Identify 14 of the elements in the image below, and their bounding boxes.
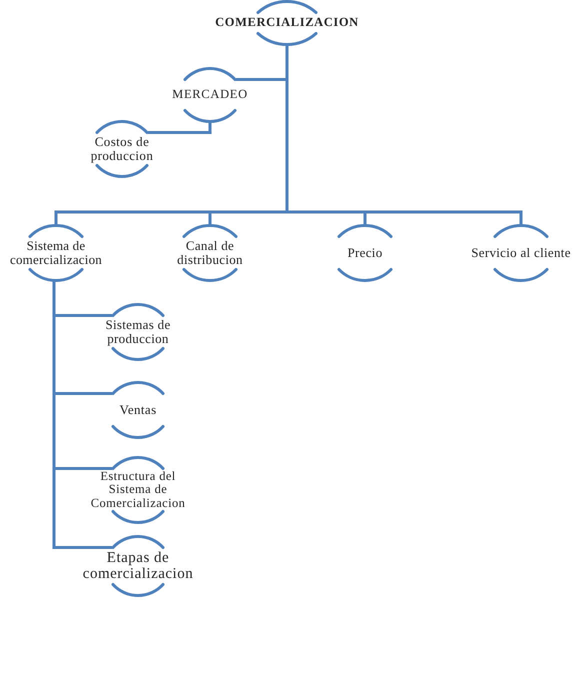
node-label: Ventas xyxy=(119,402,157,418)
node-label: Sistemas de produccion xyxy=(104,318,172,346)
node-label: MERCADEO xyxy=(172,88,248,102)
node-label: Precio xyxy=(347,246,382,260)
connector-line xyxy=(52,280,112,549)
node-label: Canal de distribucion xyxy=(176,238,244,268)
node-label: Etapas de comercializacion xyxy=(82,550,194,582)
node-label: Sistema de comercializacion xyxy=(9,238,103,268)
connector-line xyxy=(286,44,522,226)
node-label: Estructura del Sistema de Comercializacion xyxy=(90,470,186,510)
node-label: COMERCIALIZACION xyxy=(215,16,359,30)
node-label: Costos de produccion xyxy=(90,134,154,164)
connector-line xyxy=(148,122,212,134)
node-label: Servicio al cliente xyxy=(471,246,571,260)
